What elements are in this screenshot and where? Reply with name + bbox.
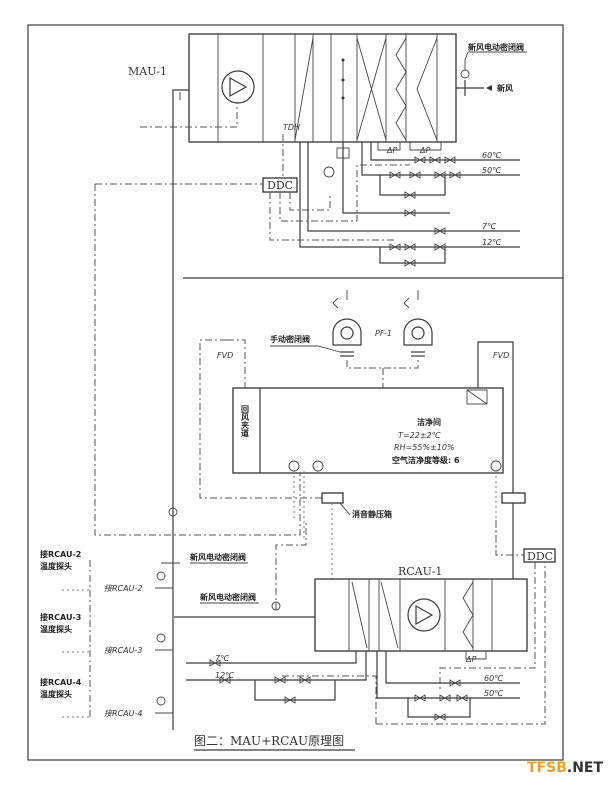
watermark-part-2: .NET <box>566 760 604 776</box>
branch-2-duct-label: 接RCAU-2 <box>104 584 142 593</box>
valve-icon <box>284 696 296 704</box>
plenum-box <box>321 492 344 504</box>
rcau-damper-2-label: 新风电动密闭阀 <box>200 592 256 602</box>
fresh-air-label: 新风 <box>497 83 513 93</box>
mau-fan-icon <box>221 70 255 104</box>
exhaust-fan-right-icon <box>403 290 433 357</box>
valve-icon <box>449 171 461 179</box>
valve-icon <box>389 171 401 179</box>
valve-icon <box>414 156 426 164</box>
right-plenum-box <box>501 492 526 504</box>
clean-room <box>232 387 504 474</box>
watermark: TFSB.NET <box>527 760 603 776</box>
rcau-chw-return-label: 12℃ <box>215 671 235 680</box>
branch-4-duct-label: 接RCAU-4 <box>104 709 142 718</box>
branch-2-sensor-sub-label: 温度探头 <box>40 561 72 571</box>
mau-hot-return-label: 50℃ <box>482 166 502 175</box>
mau-dp-label-2: ΔP <box>419 146 430 155</box>
valve-icon <box>404 209 416 217</box>
duct-sensor-icon <box>168 507 178 517</box>
valve-icon <box>404 191 416 199</box>
rcau-ddc-label: DDC <box>527 550 553 563</box>
rcau-hot-return-label: 50℃ <box>484 689 504 698</box>
valve-icon <box>219 676 231 684</box>
valve-icon <box>209 659 221 667</box>
rcau-chw-supply-label: 7℃ <box>215 654 230 663</box>
branch-3-sensor-sub-label: 温度探头 <box>40 624 72 634</box>
figure-caption: 图二：MAU+RCAU原理图 <box>194 734 344 748</box>
mau-ddc-label: DDC <box>267 179 293 192</box>
mau-valve-stack-icon <box>323 147 350 178</box>
valve-icon <box>456 694 468 702</box>
valve-icon <box>404 259 416 267</box>
watermark-part-1: TFSB <box>527 760 567 776</box>
valve-icon <box>444 156 456 164</box>
return-corridor-label: 回风夹道 <box>241 405 250 438</box>
branch-2-sensor-label: 接RCAU-2 <box>40 549 81 559</box>
room-temp-label: T=22±2℃ <box>398 431 442 440</box>
pressure-sensor-icon <box>312 460 324 472</box>
tdh-sensor-label: TDH <box>283 123 300 132</box>
valve-icon <box>389 243 401 251</box>
valve-icon <box>414 694 426 702</box>
drawing-frame <box>27 24 564 761</box>
valve-icon <box>434 171 446 179</box>
valve-icon <box>429 156 441 164</box>
exhaust-fan-left-icon <box>332 290 362 357</box>
room-rh-label: RH=55%±10% <box>394 443 455 452</box>
valve-icon <box>409 171 421 179</box>
supply-diffuser-icon <box>466 389 488 405</box>
valve-icon <box>299 676 311 684</box>
valves-group <box>209 156 468 721</box>
rcau-unit <box>314 578 528 652</box>
rcau-dp-label: ΔP <box>465 655 476 664</box>
mau-hot-supply-label: 60℃ <box>482 151 502 160</box>
mau-dp-label-1: ΔP <box>386 146 397 155</box>
valve-icon <box>274 676 286 684</box>
plenum-label: 消音静压箱 <box>352 509 392 519</box>
room-cleanliness-label: 空气洁净度等级: 6 <box>392 455 460 465</box>
rcau-damper-1-label: 新风电动密闭阀 <box>190 552 246 562</box>
valve-icon <box>439 694 451 702</box>
branch-3-sensor-label: 接RCAU-3 <box>40 612 81 622</box>
mau-chw-supply-label: 7℃ <box>482 222 497 231</box>
damper-actuator-icon <box>460 69 470 79</box>
rcau-hot-supply-label: 60℃ <box>484 674 504 683</box>
mau-fresh-air-damper-label: 新风电动密闭阀 <box>468 42 524 52</box>
valve-icon <box>449 679 461 687</box>
room-name-label: 洁净间 <box>417 417 441 427</box>
branch-3-duct-label: 接RCAU-3 <box>104 646 142 655</box>
valve-icon <box>434 227 446 235</box>
mau-chw-return-label: 12℃ <box>482 238 502 247</box>
fvd-right-label: FVD <box>493 351 509 360</box>
branch-group: 接RCAU-2 温度探头 接RCAU-2 接RCAU-3 温度探头 接RCAU-… <box>40 549 180 718</box>
valve-icon <box>434 713 446 721</box>
exhaust-fan-label: PF-1 <box>375 329 392 338</box>
branch-4-sensor-label: 接RCAU-4 <box>40 677 82 687</box>
mau-unit <box>188 33 457 143</box>
fresh-air-main-duct <box>172 89 189 730</box>
rcau-fan-icon <box>407 598 441 632</box>
manual-damper-label: 手动密闭阀 <box>270 334 310 344</box>
branch-4-sensor-sub-label: 温度探头 <box>40 689 72 699</box>
valve-icon <box>434 243 446 251</box>
rcau-label: RCAU-1 <box>398 565 442 578</box>
mau-label: MAU-1 <box>128 65 167 78</box>
valve-icon <box>404 243 416 251</box>
fvd-left-label: FVD <box>217 351 233 360</box>
